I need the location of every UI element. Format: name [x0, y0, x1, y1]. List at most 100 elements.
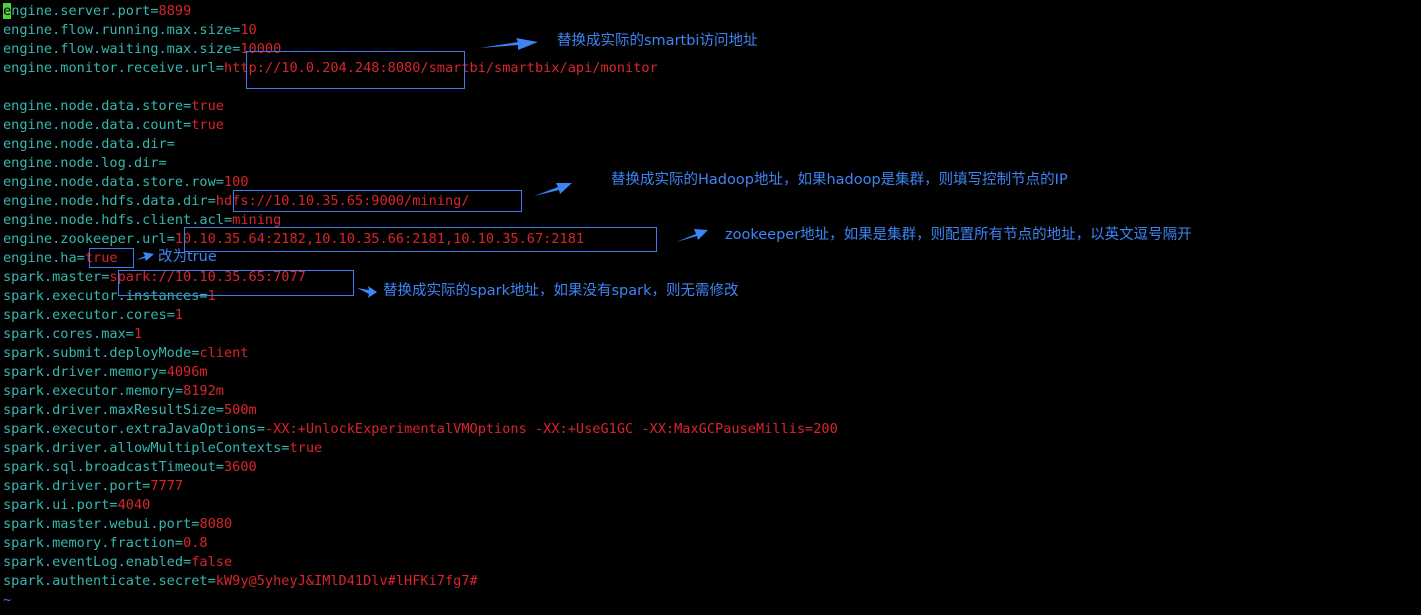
spark-arrow-icon	[357, 286, 377, 298]
config-line[interactable]: spark.executor.instances=1	[3, 287, 1003, 306]
config-key: engine.flow.waiting.max.size	[3, 41, 233, 57]
equals-sign: =	[256, 421, 265, 437]
config-line[interactable]: spark.memory.fraction=0.8	[3, 534, 1003, 553]
equals-sign: =	[166, 307, 175, 323]
config-line[interactable]: engine.node.data.count=true	[3, 116, 1003, 135]
config-line[interactable]: engine.monitor.receive.url=http://10.0.2…	[3, 59, 1003, 78]
config-line[interactable]: spark.executor.extraJavaOptions=-XX:+Unl…	[3, 420, 1003, 439]
config-line[interactable]: spark.eventLog.enabled=false	[3, 553, 1003, 572]
config-line[interactable]: engine.node.data.store=true	[3, 97, 1003, 116]
config-key: engine.ha	[3, 250, 77, 266]
config-key: spark.master.webui.port	[3, 516, 192, 532]
equals-sign: =	[166, 231, 175, 247]
config-key: spark.eventLog.enabled	[3, 554, 184, 570]
config-key: spark.driver.maxResultSize	[3, 402, 216, 418]
config-value: 8192m	[183, 383, 224, 399]
config-line[interactable]: spark.driver.port=7777	[3, 477, 1003, 496]
config-line[interactable]: engine.node.log.dir=	[3, 154, 1003, 173]
config-key: spark.ui.port	[3, 497, 110, 513]
equals-sign: =	[109, 497, 118, 513]
config-line[interactable]: engine.zookeeper.url=10.10.35.64:2182,10…	[3, 230, 1003, 249]
config-line[interactable]: spark.executor.cores=1	[3, 306, 1003, 325]
config-value: -XX:+UnlockExperimentalVMOptions -XX:+Us…	[264, 421, 838, 437]
config-value: 10	[240, 22, 257, 38]
config-line[interactable]: spark.authenticate.secret=kW9y@5yheyJ&IM…	[3, 572, 1003, 591]
config-value: false	[191, 554, 233, 570]
equals-sign: =	[174, 383, 184, 399]
equals-sign: =	[232, 22, 241, 38]
text-cursor: e	[3, 3, 12, 19]
equals-sign: =	[281, 440, 290, 456]
config-value: true	[191, 98, 224, 114]
config-value: true	[289, 440, 323, 456]
equals-sign: =	[158, 364, 167, 380]
config-line[interactable]: engine.ha=true	[3, 249, 1003, 268]
config-value: 10000	[240, 41, 282, 57]
config-line[interactable]: engine.node.data.dir=	[3, 135, 1003, 154]
config-line[interactable]: spark.submit.deployMode=client	[3, 344, 1003, 363]
config-line[interactable]: engine.node.data.store.row=100	[3, 173, 1003, 192]
equals-sign: =	[215, 402, 224, 418]
equals-sign: =	[183, 554, 192, 570]
config-value: 500m	[223, 402, 257, 418]
config-line[interactable]: spark.ui.port=4040	[3, 496, 1003, 515]
spark-master-highlight-box	[118, 270, 354, 296]
config-key: engine.node.log.dir	[3, 155, 159, 171]
config-value: kW9y@5yheyJ&IMlD41Dlv#lHFKi7fg7#	[215, 573, 478, 589]
config-line[interactable]: engine.node.hdfs.data.dir=hdfs://10.10.3…	[3, 192, 1003, 211]
config-key: engine.server.port	[3, 3, 151, 19]
config-line[interactable]: spark.sql.broadcastTimeout=3600	[3, 458, 1003, 477]
config-value: 8080	[199, 516, 233, 532]
config-line[interactable]: spark.master=spark://10.10.35.65:7077	[3, 268, 1003, 287]
smartbi-annotation: 替换成实际的smartbi访问地址	[557, 33, 758, 49]
config-value: spark://10.10.35.65:7077	[109, 269, 306, 285]
equals-sign: =	[183, 98, 192, 114]
config-line[interactable]: engine.node.hdfs.client.acl=mining	[3, 211, 1003, 230]
config-key: engine.flow.running.max.size	[3, 22, 233, 38]
config-value: 4096m	[166, 364, 208, 380]
config-line[interactable]: spark.executor.memory=8192m	[3, 382, 1003, 401]
config-key: engine.zookeeper.url	[3, 231, 167, 247]
config-line[interactable]: spark.driver.maxResultSize=500m	[3, 401, 1003, 420]
equals-sign: =	[183, 117, 192, 133]
config-line[interactable]: engine.flow.waiting.max.size=10000	[3, 40, 1003, 59]
config-key: engine.monitor.receive.url	[3, 60, 216, 76]
config-key: spark.executor.instances	[3, 288, 200, 304]
equals-sign: =	[215, 60, 224, 76]
config-line[interactable]	[3, 78, 1003, 97]
config-key: spark.cores.max	[3, 326, 126, 342]
config-line[interactable]: spark.driver.memory=4096m	[3, 363, 1003, 382]
equals-sign: =	[150, 3, 159, 19]
config-key: engine.node.data.store	[3, 98, 184, 114]
hadoop-arrow-icon	[534, 183, 572, 196]
config-line[interactable]: engine.flow.running.max.size=10	[3, 21, 1003, 40]
config-line[interactable]: spark.cores.max=1	[3, 325, 1003, 344]
config-line[interactable]: spark.driver.allowMultipleContexts=true	[3, 439, 1003, 458]
config-key: spark.authenticate.secret	[3, 573, 208, 589]
config-key: engine.node.data.dir	[3, 136, 167, 152]
config-key: engine.node.data.count	[3, 117, 184, 133]
spark-annotation: 替换成实际的spark地址，如果没有spark，则无需修改	[383, 283, 739, 299]
config-key: spark.memory.fraction	[3, 535, 175, 551]
engine-ha-highlight-box	[89, 248, 134, 268]
config-key: engine.node.data.store.row	[3, 174, 216, 190]
hadoop-annotation: 替换成实际的Hadoop地址，如果hadoop是集群，则填写控制节点的IP	[611, 172, 1068, 188]
config-key: spark.executor.extraJavaOptions	[3, 421, 257, 437]
config-key: spark.driver.memory	[3, 364, 159, 380]
config-value: 100	[223, 174, 249, 190]
config-line[interactable]: engine.server.port=8899	[3, 2, 1003, 21]
config-value: 8899	[158, 3, 192, 19]
hdfs-dir-highlight-box	[233, 190, 522, 212]
config-value: 10.10.35.64:2182,10.10.35.66:2181,10.10.…	[174, 231, 585, 247]
config-value: 1	[207, 288, 216, 304]
equals-sign: =	[191, 516, 200, 532]
config-value: 0.8	[183, 535, 208, 551]
smartbi-url-highlight-box	[246, 51, 465, 89]
config-key: engine.node.hdfs.data.dir	[3, 193, 208, 209]
config-value: true	[191, 117, 224, 133]
config-key: spark.executor.cores	[3, 307, 167, 323]
config-value: 4040	[117, 497, 151, 513]
config-key: spark.sql.broadcastTimeout	[3, 459, 216, 475]
config-line[interactable]: spark.master.webui.port=8080	[3, 515, 1003, 534]
